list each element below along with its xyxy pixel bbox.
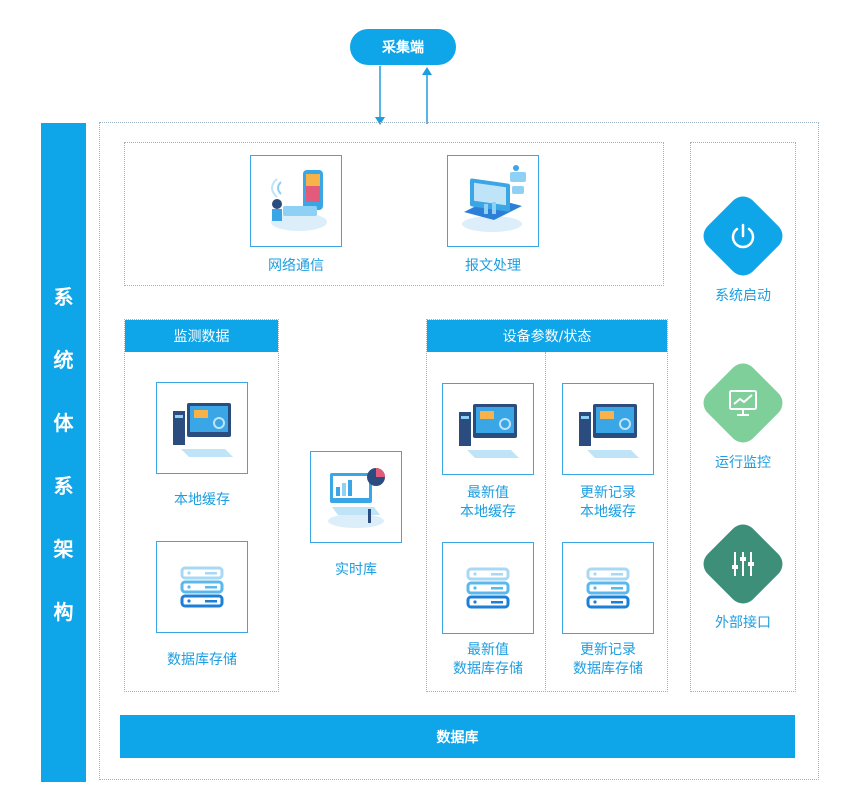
update-cache-tile xyxy=(562,383,654,475)
interface-label: 外部接口 xyxy=(715,615,771,631)
update-db-line1: 更新记录 xyxy=(580,642,636,658)
io-arrows xyxy=(375,66,432,125)
monitor-chart-icon xyxy=(697,357,789,449)
start-icon-wrap xyxy=(697,190,789,282)
latest-db-line2: 数据库存储 xyxy=(453,661,523,677)
interface-icon-wrap xyxy=(697,518,789,610)
latest-db-line1: 最新值 xyxy=(467,642,509,658)
server-stack-icon xyxy=(586,567,630,609)
monitor-cache-tile xyxy=(156,382,248,474)
latest-cache-label: 最新值 本地缓存 xyxy=(428,484,548,522)
device-header: 设备参数/状态 xyxy=(427,320,667,352)
device-header-label: 设备参数/状态 xyxy=(502,329,592,345)
collector-node: 采集端 xyxy=(350,29,456,65)
computer-icon xyxy=(173,403,233,457)
network-tile xyxy=(250,155,342,247)
device-group xyxy=(426,319,668,692)
computer-icon xyxy=(459,404,519,458)
database-label: 数据库 xyxy=(436,729,479,746)
parse-label: 报文处理 xyxy=(465,258,521,274)
update-cache-line1: 更新记录 xyxy=(580,485,636,501)
up-arrow-head xyxy=(422,67,432,75)
comm-group xyxy=(124,142,664,286)
database-bar: 数据库 xyxy=(120,715,795,758)
side-title-char: 构 xyxy=(53,599,74,624)
outer-container xyxy=(99,122,819,780)
side-title-char: 体 xyxy=(53,410,74,435)
collector-label: 采集端 xyxy=(382,40,424,56)
update-cache-label: 更新记录 本地缓存 xyxy=(548,484,668,522)
latest-cache-line1: 最新值 xyxy=(467,485,509,501)
monitor-header-label: 监测数据 xyxy=(173,329,230,345)
monitor-db-label: 数据库存储 xyxy=(167,652,237,668)
side-title-char: 系 xyxy=(53,473,74,498)
down-arrow-head xyxy=(375,117,385,125)
realtime-label: 实时库 xyxy=(335,562,377,578)
power-icon xyxy=(697,190,789,282)
parse-tile xyxy=(447,155,539,247)
side-title-char: 统 xyxy=(53,347,74,372)
monitor-run-label: 运行监控 xyxy=(715,455,771,471)
update-db-line2: 数据库存储 xyxy=(573,661,643,677)
realtime-illustration-icon xyxy=(328,468,385,528)
monitor-icon-wrap xyxy=(697,357,789,449)
device-divider xyxy=(545,352,546,692)
monitor-db-tile xyxy=(156,541,248,633)
server-stack-icon xyxy=(466,567,510,609)
latest-cache-tile xyxy=(442,383,534,475)
latest-db-tile xyxy=(442,542,534,634)
side-title-char: 系 xyxy=(53,284,74,309)
sliders-icon xyxy=(697,518,789,610)
side-title-char: 架 xyxy=(53,536,74,561)
right-panel xyxy=(690,142,796,692)
computer-icon xyxy=(579,404,639,458)
realtime-tile xyxy=(310,451,402,543)
update-db-label: 更新记录 数据库存储 xyxy=(548,641,668,679)
parse-illustration-icon xyxy=(462,165,526,232)
latest-db-label: 最新值 数据库存储 xyxy=(428,641,548,679)
side-title-bar: 系 统 体 系 架 构 xyxy=(41,123,86,782)
network-illustration-icon xyxy=(271,170,327,231)
server-stack-icon xyxy=(180,566,224,608)
update-cache-line2: 本地缓存 xyxy=(580,504,636,520)
start-label: 系统启动 xyxy=(715,288,771,304)
update-db-tile xyxy=(562,542,654,634)
monitor-header: 监测数据 xyxy=(125,320,278,352)
network-label: 网络通信 xyxy=(268,258,324,274)
monitor-group xyxy=(124,319,279,692)
monitor-cache-label: 本地缓存 xyxy=(174,492,230,508)
latest-cache-line2: 本地缓存 xyxy=(460,504,516,520)
